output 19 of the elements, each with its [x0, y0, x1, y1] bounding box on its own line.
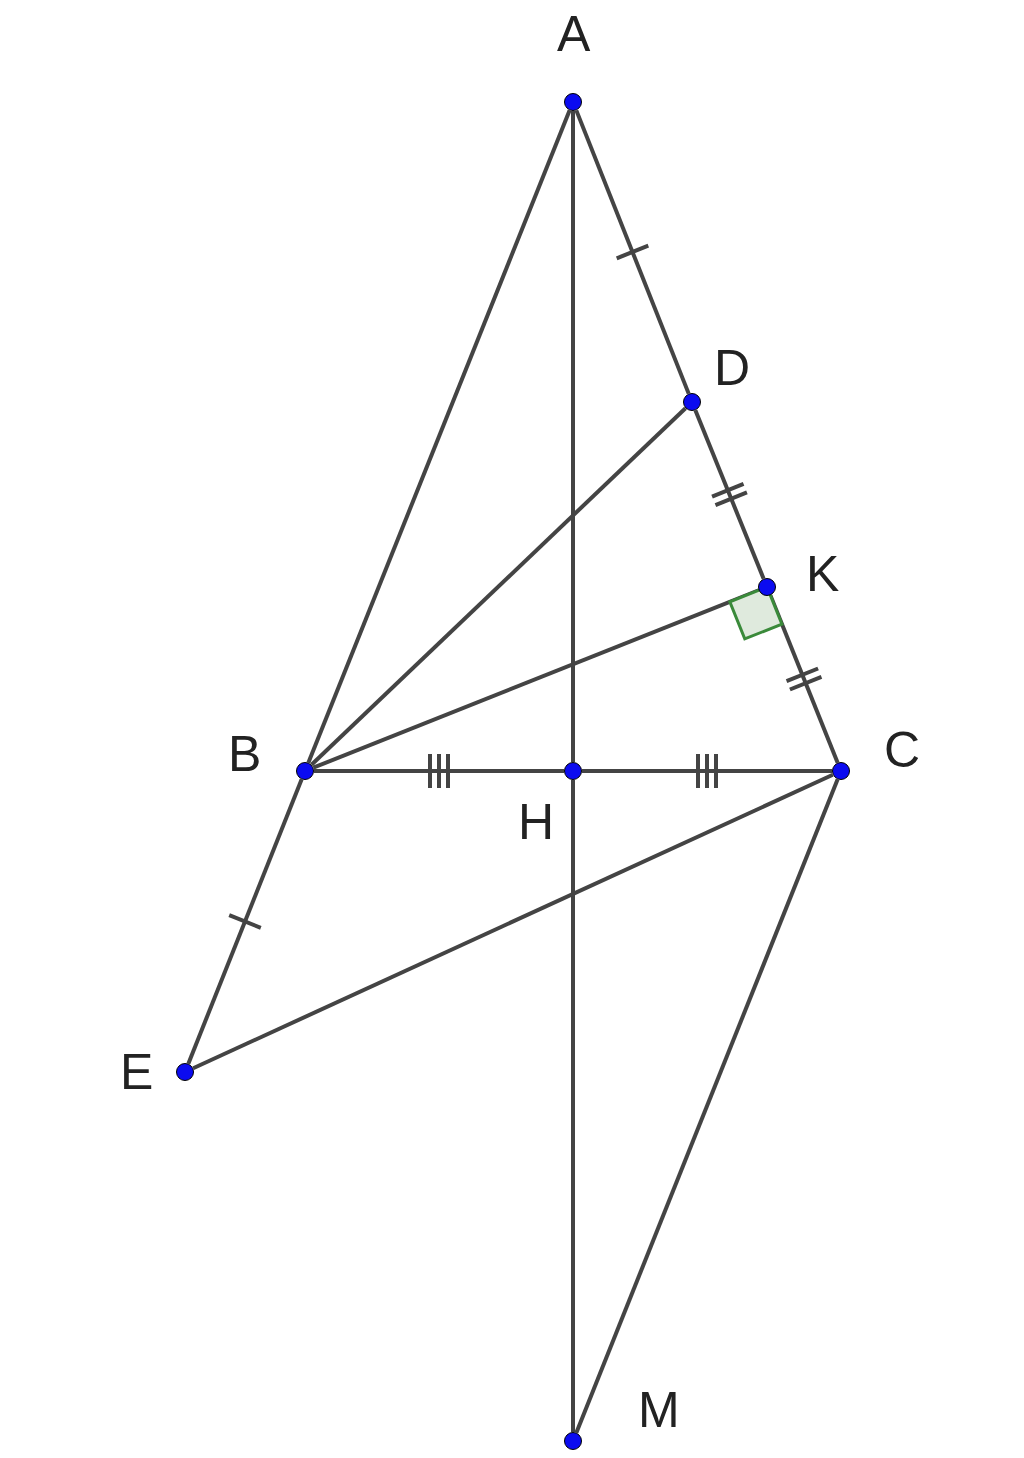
- point-label: E: [120, 1046, 154, 1098]
- point-label: A: [557, 8, 591, 60]
- line-segment: [314, 769, 564, 773]
- line-segment: [306, 109, 572, 764]
- line-segment: [574, 109, 691, 395]
- point-label: K: [806, 548, 840, 600]
- point-label: B: [228, 728, 262, 780]
- line-segment: [574, 778, 840, 1434]
- point-label: H: [518, 796, 555, 848]
- line-segment: [582, 769, 832, 773]
- line-segment: [571, 111, 575, 762]
- line-segment: [571, 780, 575, 1432]
- line-segment: [192, 772, 834, 1071]
- point-label: C: [884, 724, 921, 776]
- line-segment: [693, 409, 766, 580]
- line-segment: [186, 778, 304, 1065]
- line-segment: [310, 406, 687, 767]
- point-label: D: [714, 342, 751, 394]
- point-label: M: [638, 1384, 680, 1436]
